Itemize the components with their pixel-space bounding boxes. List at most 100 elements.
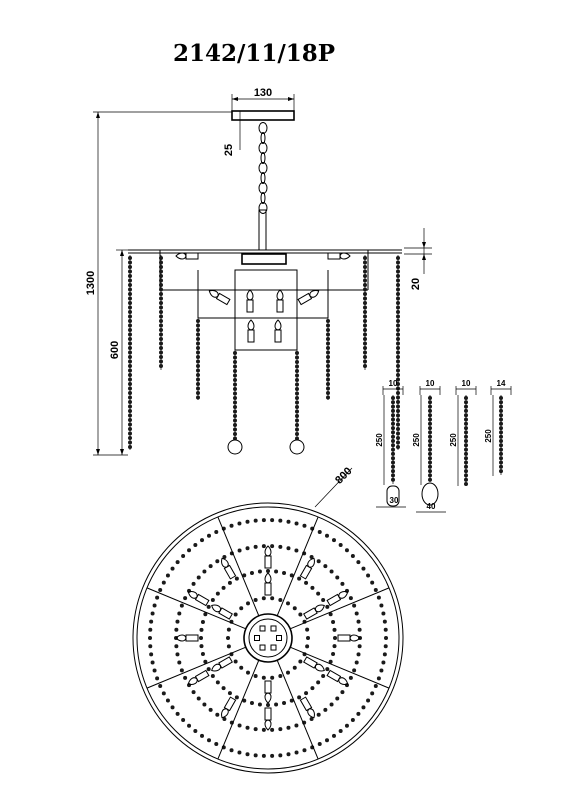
- bead: [464, 451, 468, 456]
- bead: [159, 283, 163, 287]
- bead: [363, 287, 367, 292]
- plan-bead: [331, 733, 336, 738]
- plan-bead: [226, 627, 231, 632]
- bead: [499, 447, 503, 452]
- bead: [396, 323, 400, 328]
- bead: [464, 417, 468, 422]
- bead: [363, 346, 367, 350]
- hub-sockets: [254, 625, 282, 651]
- bead: [196, 328, 200, 332]
- candle-bulb: [276, 289, 284, 313]
- bead: [363, 256, 367, 260]
- bead: [391, 464, 395, 469]
- plan-bead: [149, 619, 154, 624]
- bead: [128, 269, 132, 274]
- bead: [396, 314, 400, 319]
- plan-bead: [340, 690, 345, 695]
- plan-bead: [338, 728, 343, 733]
- bead: [363, 305, 367, 310]
- plan-bead: [155, 595, 160, 600]
- bead: [233, 418, 237, 423]
- suspension-chain: [258, 122, 268, 214]
- plan-bead: [325, 604, 330, 609]
- bead: [396, 292, 400, 296]
- bead: [295, 364, 299, 369]
- bead: [396, 382, 400, 386]
- bead: [326, 341, 330, 346]
- bead: [128, 395, 132, 400]
- hub-socket: [270, 644, 277, 651]
- bead: [363, 292, 367, 296]
- bead: [196, 359, 200, 364]
- plan-bead: [261, 596, 266, 601]
- candle-bulb: [187, 591, 210, 607]
- bead: [464, 421, 468, 426]
- plan-bead: [222, 554, 227, 559]
- bead: [128, 328, 132, 332]
- bead: [396, 409, 400, 413]
- bead: [363, 269, 367, 274]
- plan-bead: [302, 748, 307, 753]
- plan-bead: [170, 566, 175, 571]
- bead: [233, 396, 237, 400]
- plan-bead: [222, 717, 227, 722]
- plan-bead: [257, 702, 262, 707]
- bead: [396, 422, 400, 427]
- plan-bead: [229, 748, 234, 753]
- plan-bead: [316, 559, 321, 564]
- bead: [295, 360, 299, 364]
- plan-bead: [210, 674, 215, 679]
- bead: [396, 287, 400, 292]
- ring-offset-label: 20: [410, 278, 422, 290]
- hub-socket: [254, 635, 260, 641]
- plan-bead: [175, 560, 180, 565]
- plan-bead: [165, 573, 170, 578]
- plan-bead: [331, 619, 336, 624]
- plan-bead: [150, 660, 155, 665]
- bead: [233, 387, 237, 391]
- bead: [159, 292, 163, 296]
- bead: [295, 418, 299, 423]
- plan-bead: [206, 604, 211, 609]
- bead: [128, 436, 132, 440]
- plan-bead: [309, 717, 314, 722]
- bead: [499, 404, 503, 409]
- candle-bulb: [264, 545, 272, 569]
- plan-bead: [246, 670, 250, 675]
- chain-link: [258, 182, 268, 194]
- bead: [428, 434, 432, 439]
- plan-bead: [274, 569, 279, 574]
- bead: [363, 337, 367, 341]
- bead: [363, 283, 367, 287]
- bead: [326, 386, 330, 391]
- bead: [326, 346, 330, 350]
- plan-bead: [196, 696, 201, 701]
- bead: [391, 430, 395, 435]
- plan-bead: [289, 698, 294, 703]
- bead: [363, 332, 367, 337]
- bead-strands-side: [128, 255, 400, 450]
- bead: [428, 421, 432, 426]
- plan-bead: [366, 698, 371, 703]
- plan-bead: [150, 611, 155, 616]
- bead: [391, 421, 395, 426]
- bead: [499, 417, 503, 422]
- plan-bead: [175, 652, 180, 657]
- bead: [128, 373, 132, 377]
- bead: [159, 305, 163, 310]
- bead: [128, 278, 132, 283]
- bead: [464, 408, 468, 413]
- canopy-height-label: 25: [223, 144, 235, 156]
- bead: [396, 404, 400, 409]
- bead: [363, 301, 367, 305]
- bead: [128, 445, 132, 449]
- bead: [391, 473, 395, 478]
- bead: [326, 323, 330, 328]
- plan-bead: [233, 612, 238, 617]
- plan-bead: [383, 627, 388, 632]
- bead: [363, 260, 367, 265]
- plan-bead: [208, 707, 213, 712]
- bead: [499, 421, 503, 426]
- bead: [295, 414, 299, 418]
- bead: [196, 332, 200, 337]
